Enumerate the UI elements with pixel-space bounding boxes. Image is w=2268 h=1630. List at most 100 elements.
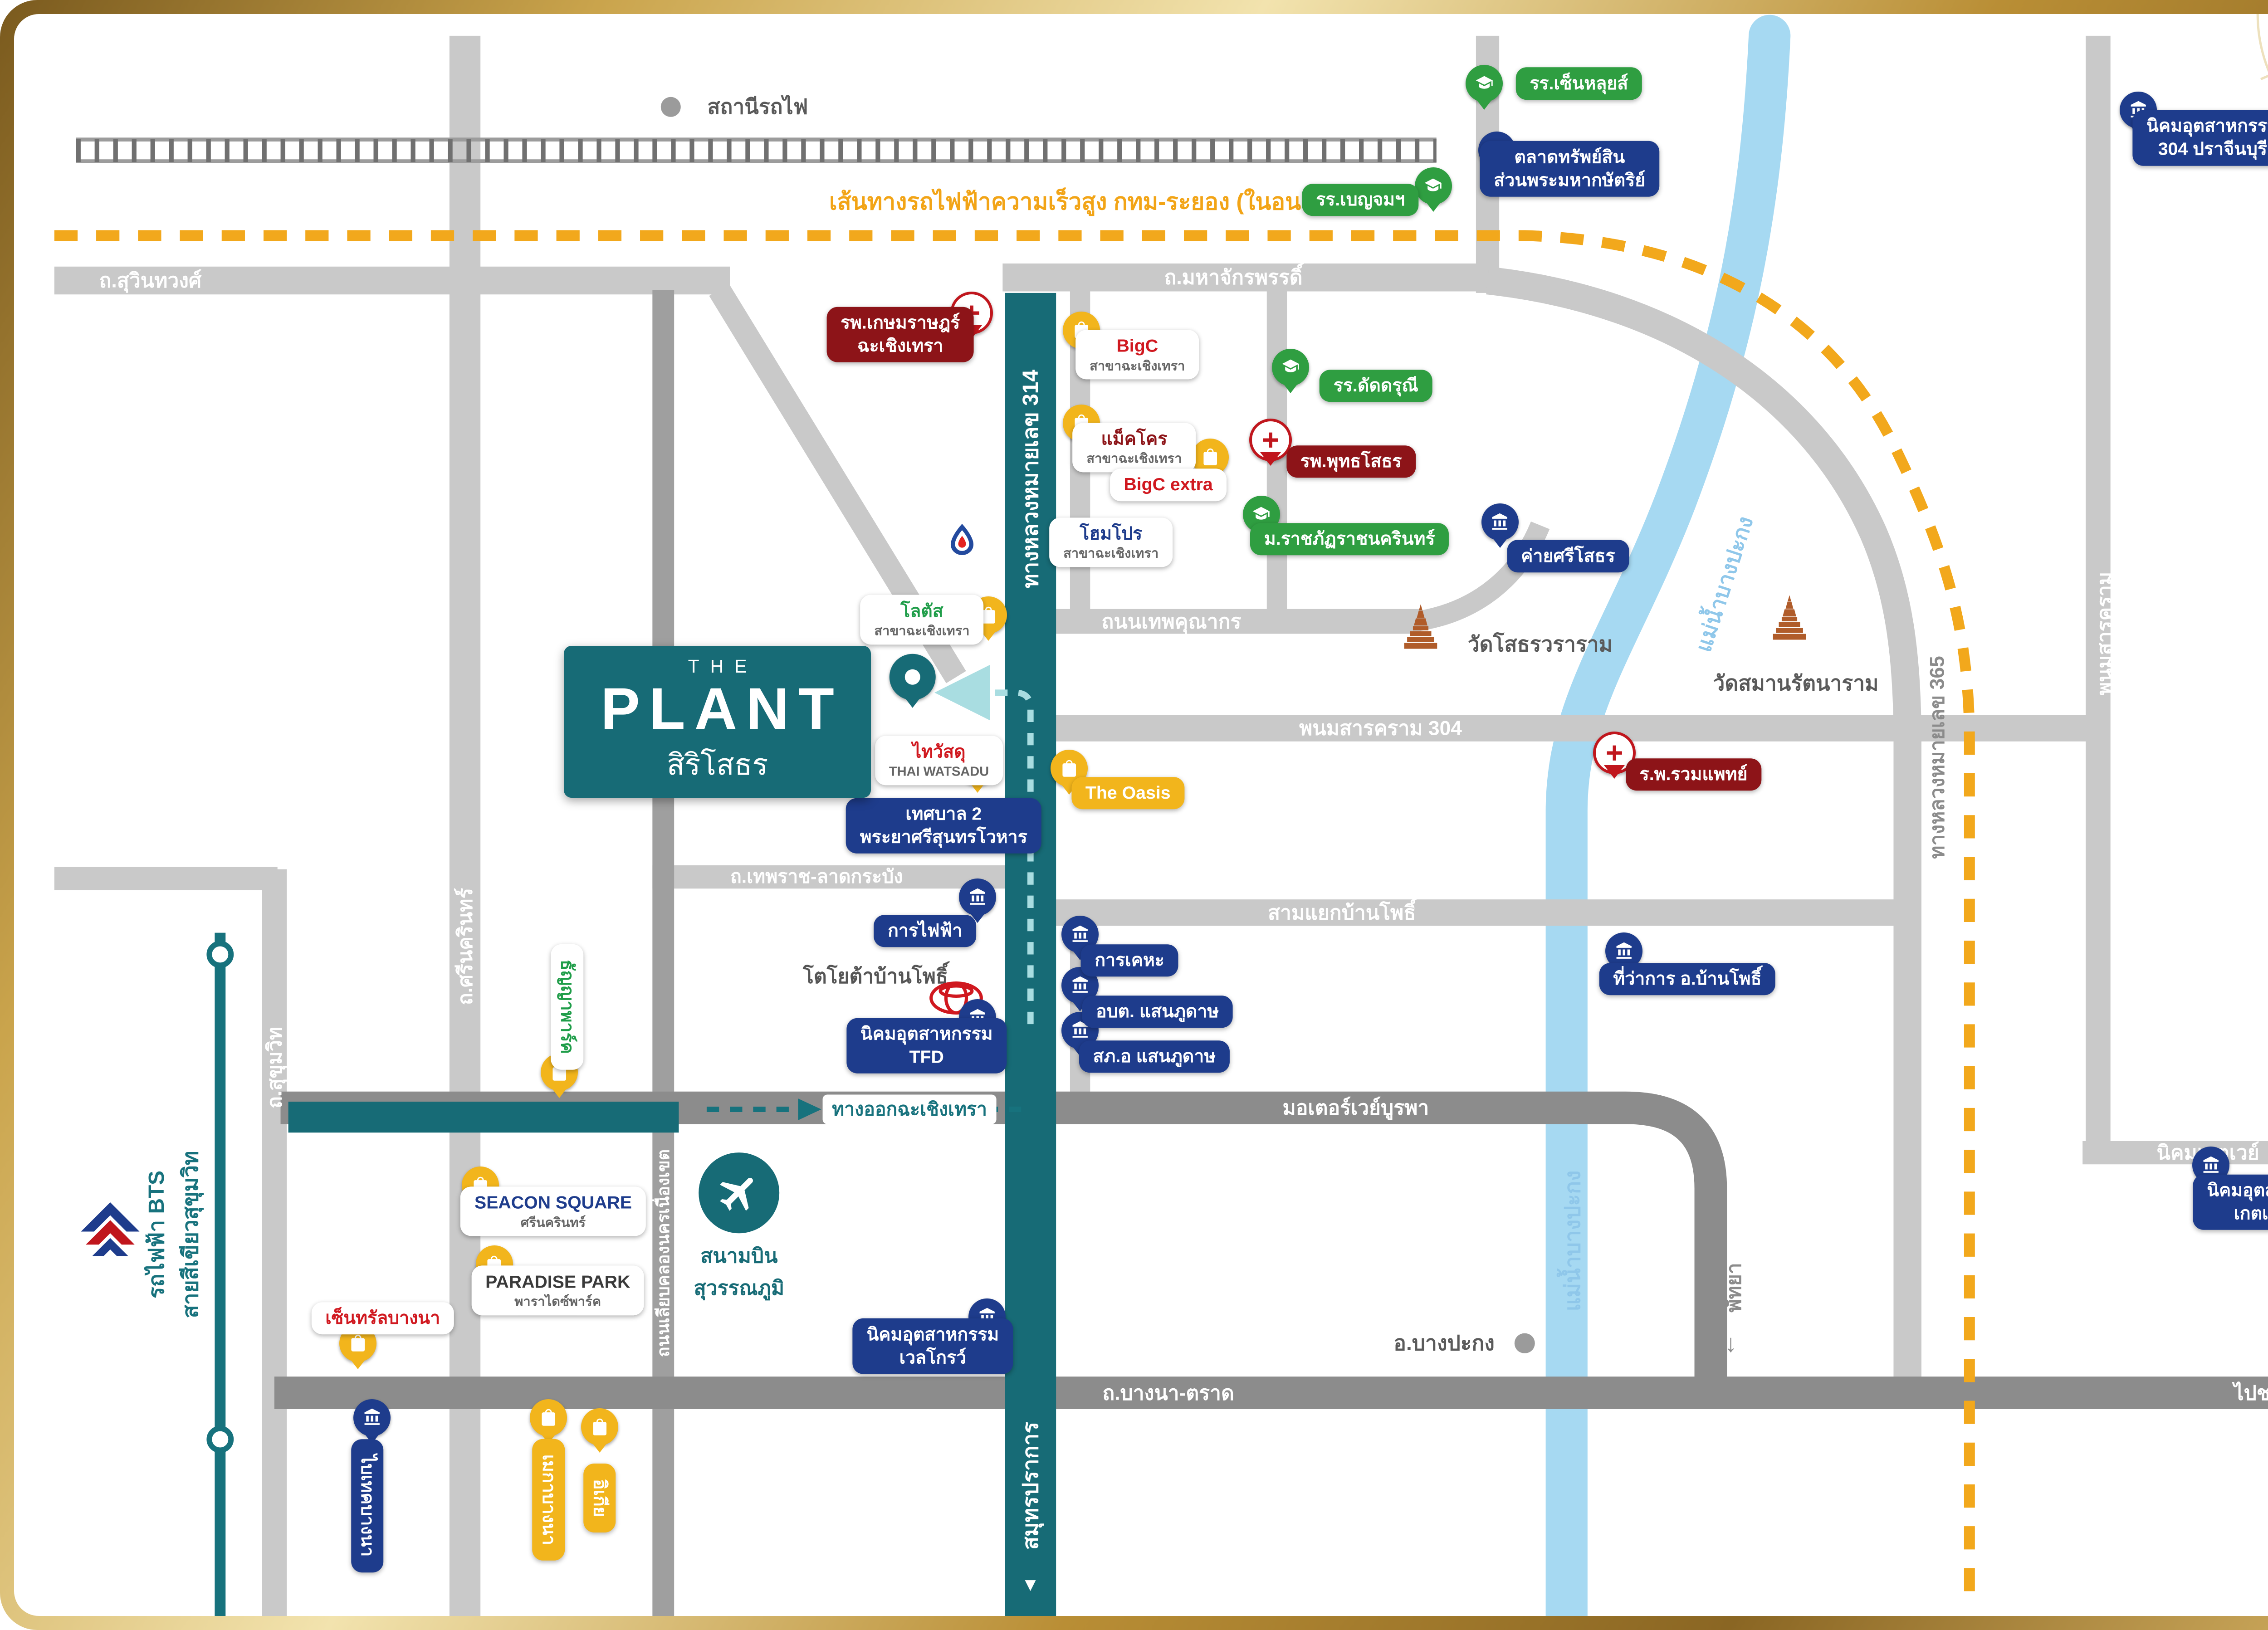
brand-bigc-extra-label: BigC extra (1110, 469, 1227, 501)
civ-electricity-label: การไฟฟ้า (874, 915, 977, 947)
civ-wellgrow-label: นิคมอุตสาหกรรมเวลโกรว์ (852, 1318, 1013, 1374)
plane-icon (706, 1160, 772, 1226)
bts-label-line1: รถไฟฟ้า BTS (144, 1171, 169, 1299)
hosp-buddhasothorn-label: รพ.พุทธโสธร (1286, 445, 1416, 478)
road-network-teal (288, 293, 1056, 1616)
map-overlay-layer: THE PLANT สิริโสธร สนามบิน สุวรรณภูมิ โต… (14, 14, 2268, 1616)
school-rajabhat-label: ม.ราชภัฏราชนครินทร์ (1250, 522, 1449, 556)
temple-saman-label: วัดสมานรัตนาราม (1713, 671, 1879, 695)
railway-line (76, 137, 1437, 163)
bangna-trad-label: ถ.บางนา-ตราด (1102, 1382, 1234, 1405)
route-exit-arrow (798, 1098, 821, 1120)
train-station-label: สถานีรถไฟ (707, 94, 808, 118)
thep-khunakon-label: ถนนเทพคุณากร (1101, 610, 1242, 633)
samut-prakan-label: สมุทรปราการ (1018, 1421, 1043, 1550)
chachoengsao-exit-label: ทางออกฉะเชิงเทรา (822, 1094, 997, 1124)
civ-police-saenphudat-label: สภ.อ แสนภูดาษ (1079, 1040, 1230, 1073)
bang-pakong-dot (1515, 1333, 1535, 1353)
river-2-label: แม่น้ำบางปะกง (1561, 1170, 1585, 1312)
bts-station-2 (206, 1425, 234, 1453)
airport-label: สนามบิน สุวรรณภูมิ (694, 1245, 785, 1300)
motorway-burapha-label: มอเตอร์เวย์บูรพา (1282, 1097, 1429, 1119)
samut-prakan-arrow-label: ▼ (1021, 1574, 1040, 1595)
airport-icon (699, 1152, 780, 1234)
sukhumvit-label: ถ.สุขุมวิท (264, 1026, 286, 1108)
bts-line (206, 932, 234, 1616)
phanomsarakham-304-label: พนมสารคราม 304 (1299, 717, 1462, 740)
river-1-label: แม่น้ำบางปะกง (1691, 513, 1758, 655)
bang-pakong-label: อ.บางปะกง (1393, 1331, 1495, 1355)
civ-crown-market-label: ตลาดทรัพย์สินส่วนพระมหากษัตริย์ (1480, 141, 1660, 197)
temple-sothorn-label: วัดโสธรวราราม (1467, 632, 1613, 656)
school-benjama-label: รร.เบญจมฯ (1302, 183, 1419, 216)
civ-kheha-label: การเคหะ (1080, 944, 1178, 977)
hosp-kasemrad-label: รพ.เกษมราษฎร์ฉะเชิงเทรา (826, 307, 974, 363)
road-motorway (280, 1091, 1727, 1377)
school-st-louis-label: รร.เซ็นหลุยส์ (1515, 67, 1642, 100)
civ-bitec-pin (353, 1399, 391, 1436)
toyota-logo-icon (928, 979, 984, 1022)
shop-mega-pin (530, 1399, 567, 1436)
logo-sirisothorn: สิริโสธร (666, 748, 768, 781)
hosp-ruamphaet-label: ร.พ.รวมแพทย์ (1625, 758, 1762, 791)
srinakarin-label: ถ.ศรีนครินทร์ (454, 888, 477, 1005)
shop-mega-label: เมกาบางนา (532, 1439, 565, 1561)
school-datdarunee-label: รร.ดัดดรุณี (1320, 369, 1432, 402)
logo-plant: PLANT (601, 675, 844, 742)
civ-srisothorn-camp-pin (1481, 503, 1519, 541)
bts-station-1 (206, 941, 234, 968)
plant-location-pin (889, 654, 936, 700)
hsr-label: เส้นทางรถไฟฟ้าความเร็วสูง กทม-ระยอง (ในอ… (829, 189, 1353, 215)
route-to-project (934, 664, 1034, 1024)
train-station-dot (660, 97, 681, 117)
shop-ikea-label: อิเกีย (583, 1464, 616, 1533)
temple-saman-icon (1766, 592, 1813, 650)
shop-ikea-pin (581, 1408, 618, 1446)
brand-thanya-label: ธัญญาพาร์ค (551, 944, 583, 1070)
brand-thaiwatsadu-label: ไทวัสดุTHAI WATSADU (875, 736, 1003, 786)
school-datdarunee-pin (1272, 348, 1310, 386)
civ-gateway-city-label: นิคมอุตสาหกรรมเกตเวย์ซิตี้ (2193, 1174, 2268, 1230)
hsr-dashed-line (54, 230, 1975, 1591)
toyota-banpho-label: โตโยต้าบ้านโพธิ์ (803, 965, 948, 988)
bts-logo-icon (78, 1199, 142, 1270)
bts-label-line2: สายสีเขียวสุขุมวิท (179, 1151, 203, 1318)
highway-365-label: ทางหลวงหมายเลข 365 (1926, 656, 1949, 859)
civ-banpho-office-label: ที่ว่าการ อ.บ้านโพธิ์ (1599, 963, 1776, 996)
ptt-station-icon (945, 521, 979, 564)
samyaek-banpho-label: สามแยกบ้านโพธิ์ (1267, 902, 1416, 924)
maha-chakkraphat-label: ถ.มหาจักรพรรดิ์ (1164, 266, 1303, 289)
civ-electricity-pin (959, 878, 997, 916)
road-bypass-365 (1486, 266, 1921, 1396)
suwinthawong-label: ถ.สุวินทวงศ์ (99, 269, 202, 292)
logo-the: THE (688, 656, 758, 677)
shop-oasis-label: The Oasis (1071, 777, 1185, 810)
civ-obt-saenphudat-label: อบต. แสนภูดาษ (1082, 995, 1233, 1028)
hosp-buddhasothorn-pin (1249, 419, 1292, 462)
pattaya-arrow-label: ↓ (1724, 1329, 1737, 1357)
school-benjama-pin (1414, 167, 1452, 205)
civ-srisothorn-camp-label: ค่ายศรีโสธร (1507, 540, 1629, 573)
temple-sothorn-icon (1398, 601, 1444, 660)
hosp-ruamphaet-pin (1593, 732, 1636, 775)
civ-bitec-label: ไบเทคบางนา (351, 1439, 384, 1573)
theparat-latkrabang-label: ถ.เทพราช-ลาดกระบัง (730, 866, 903, 887)
brand-lotus-label: โลตัสสาขาฉะเชิงเทรา (860, 595, 984, 644)
road-network-dark (274, 1091, 2268, 1409)
map-canvas: THE PLANT สิริโสธร สนามบิน สุวรรณภูมิ โต… (14, 14, 2268, 1616)
liap-khlong-label: ถนนเลียบคลองนครเนื่องเขต (653, 1149, 673, 1357)
highway-314-label: ทางหลวงหมายเลข 314 (1018, 369, 1043, 588)
brand-central-bangna-label: เซ็นทรัลบางนา (311, 1302, 454, 1335)
the-plant-logo: THE PLANT สิริโสธร (564, 646, 871, 798)
brand-makro-label: แม็คโครสาขาฉะเชิงเทรา (1072, 423, 1196, 473)
pai-chonburi-label: ไปชลบุรี (2234, 1382, 2268, 1405)
pattaya-label: พัทยา (1723, 1262, 1745, 1313)
school-st-louis-pin (1466, 65, 1503, 102)
